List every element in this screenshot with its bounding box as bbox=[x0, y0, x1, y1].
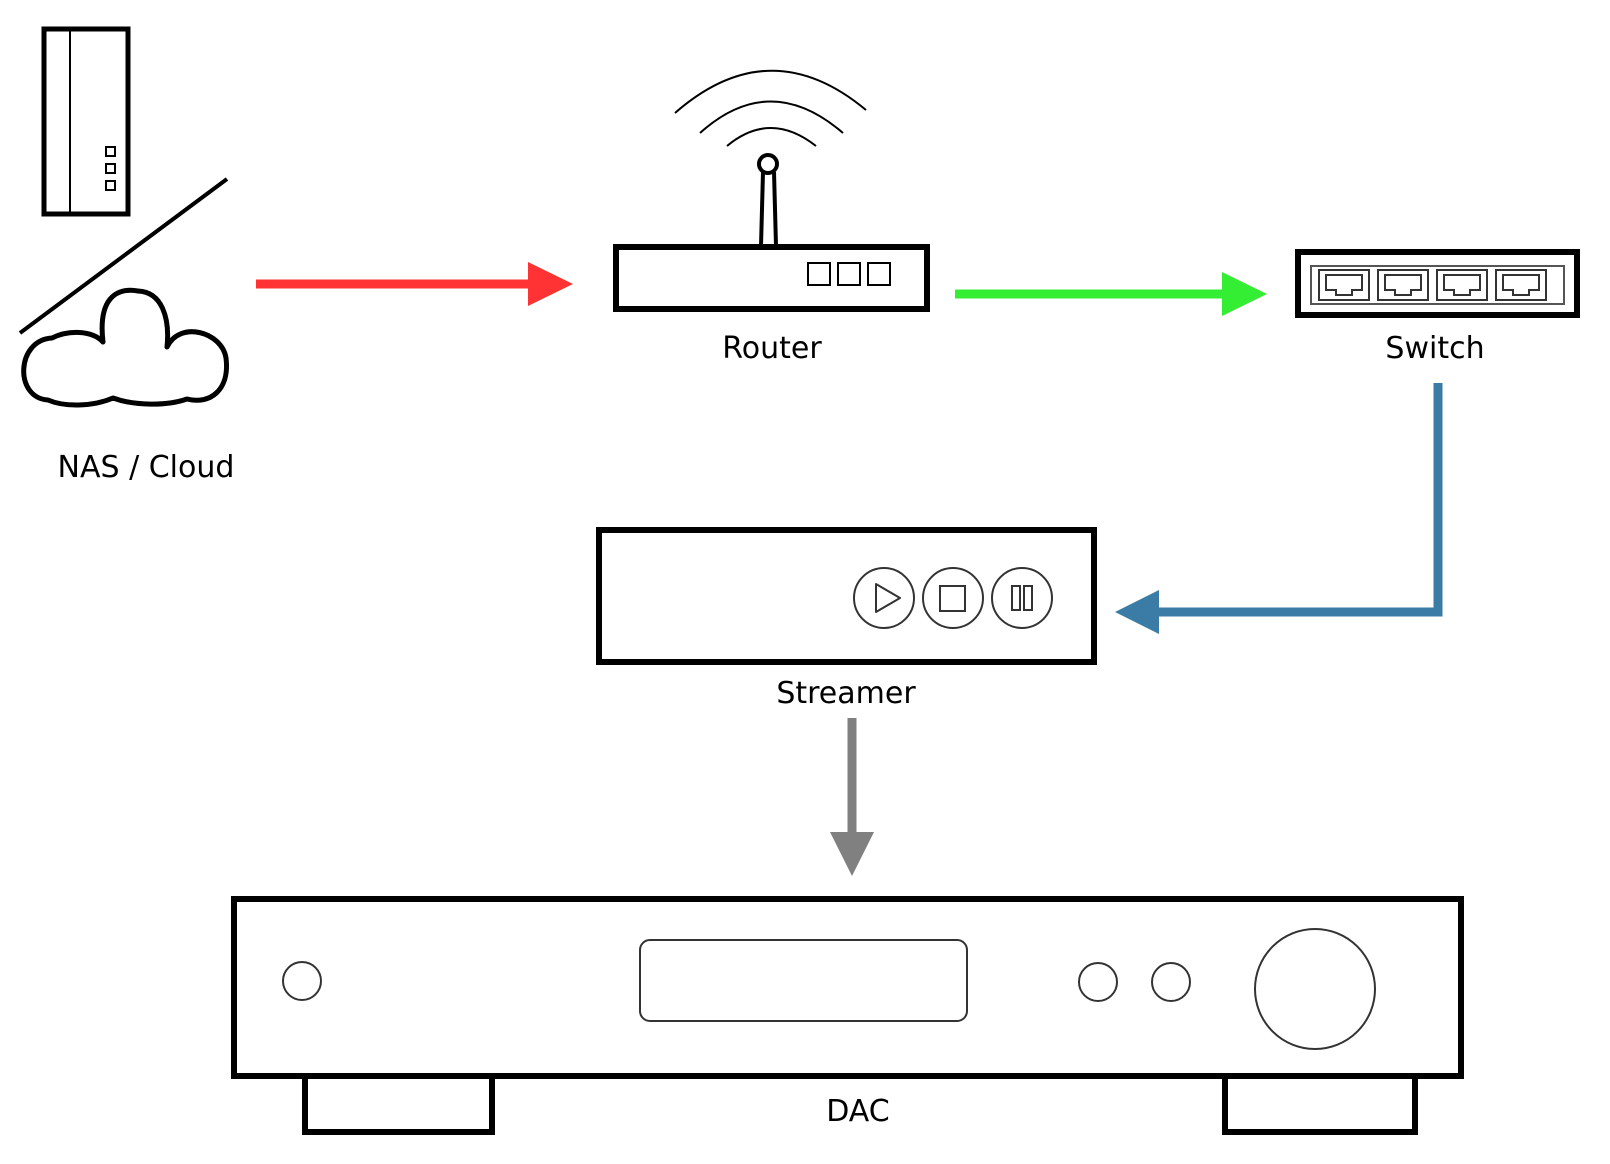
dac-button-icon bbox=[1151, 962, 1191, 1002]
switch-label: Switch bbox=[1385, 331, 1484, 366]
dac-foot-right bbox=[1222, 1067, 1418, 1135]
arrow-router-to-switch bbox=[955, 272, 1267, 316]
router-body bbox=[613, 244, 930, 312]
router-label: Router bbox=[722, 331, 822, 366]
arrow-switch-to-streamer bbox=[1115, 383, 1443, 634]
dac-button-icon bbox=[1078, 962, 1118, 1002]
nas-cloud-label: NAS / Cloud bbox=[58, 450, 235, 485]
router-port-lights bbox=[807, 262, 891, 286]
antenna-icon bbox=[757, 153, 779, 247]
arrow-streamer-to-dac bbox=[830, 718, 874, 876]
router-node: Router bbox=[613, 69, 930, 366]
stop-icon bbox=[922, 567, 984, 629]
dac-node: DAC bbox=[231, 896, 1464, 1135]
play-icon bbox=[853, 567, 915, 629]
arrow-nas-to-router bbox=[256, 262, 573, 306]
dac-display bbox=[639, 939, 968, 1022]
slash-divider bbox=[18, 177, 229, 335]
volume-knob-icon bbox=[1254, 928, 1376, 1050]
streamer-label: Streamer bbox=[776, 676, 916, 711]
power-button-icon bbox=[282, 961, 322, 1001]
pause-icon bbox=[991, 567, 1053, 629]
cloud-icon bbox=[21, 287, 229, 408]
nas-icon bbox=[41, 26, 131, 217]
streamer-node: Streamer bbox=[596, 527, 1097, 711]
switch-node: Switch bbox=[1295, 249, 1580, 366]
ethernet-ports-icon bbox=[1318, 269, 1547, 301]
nas-cloud-node: NAS / Cloud bbox=[18, 26, 235, 485]
dac-foot-left bbox=[302, 1067, 495, 1135]
wifi-icon bbox=[674, 69, 867, 147]
dac-label: DAC bbox=[826, 1094, 890, 1129]
